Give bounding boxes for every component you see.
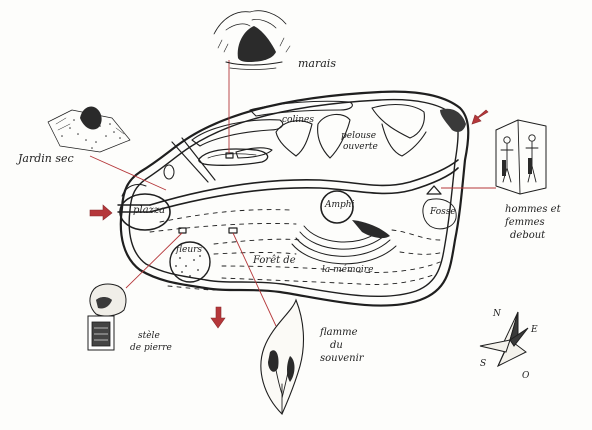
- label-hommes-2: femmes: [505, 217, 545, 228]
- amphi-arc-4: [291, 243, 397, 265]
- compass-o: O: [522, 371, 530, 381]
- plazza-entrance-hatch: [121, 183, 147, 197]
- label-pelouse-2: ouverte: [343, 142, 378, 152]
- marsh-sketch-icon: [213, 10, 291, 70]
- leader-lines: [89, 60, 496, 327]
- amphi-stage: [352, 220, 390, 239]
- label-flamme-2: du: [330, 340, 343, 351]
- hill-shape-5: [371, 103, 425, 139]
- park-inner-wall: [128, 98, 459, 297]
- label-flamme-3: souvenir: [320, 353, 364, 364]
- label-jardin-sec: Jardin sec: [18, 152, 74, 165]
- flame-sketch-icon: [260, 298, 304, 415]
- standing-figures-sketch-icon: [495, 119, 547, 195]
- marsh-marker: [225, 152, 234, 159]
- entrance-path: [117, 204, 151, 213]
- entrance-arrow-icon: [89, 204, 113, 221]
- label-collines: colines: [282, 115, 314, 125]
- exit-arrow-icon: [210, 306, 226, 329]
- label-plazza: plazza: [133, 205, 166, 216]
- garden-divider: [171, 141, 209, 183]
- flame-marker: [228, 227, 238, 234]
- amphi-arc-1: [303, 225, 379, 243]
- marsh-pond-inner: [207, 153, 257, 159]
- label-hommes-3: debout: [510, 230, 546, 241]
- label-fleurs: fleurs: [176, 245, 203, 255]
- label-hommes-1: hommes et: [505, 204, 561, 215]
- forest-dashed-lines: [149, 209, 445, 291]
- label-memoire: la mémoire: [322, 265, 374, 275]
- north-east-entrance-arrow-icon: [471, 109, 489, 125]
- compass-rose-icon: [479, 311, 529, 368]
- amphi-arc-2: [299, 231, 385, 250]
- stone-stele-sketch-icon: [87, 283, 127, 351]
- park-outer-wall: [119, 90, 470, 307]
- amphi-circle: [320, 190, 354, 224]
- stele-marker: [178, 227, 187, 234]
- main-path-north: [149, 159, 459, 206]
- label-stele-1: stèle: [138, 331, 160, 341]
- hill-shape-6: [381, 123, 427, 157]
- label-stele-2: de pierre: [130, 343, 172, 353]
- label-fosse: Fosse: [430, 207, 456, 217]
- label-amphi: Amphi: [325, 200, 355, 210]
- amphi-arc-3: [295, 237, 391, 257]
- compass-s: S: [480, 359, 487, 369]
- fosse-outline: [422, 198, 457, 230]
- plazza-circle: [119, 193, 171, 231]
- compass-e: E: [531, 325, 538, 335]
- label-pelouse-1: pelouse: [341, 131, 377, 141]
- marsh-pond: [198, 148, 269, 166]
- fleurs-dots: [175, 255, 201, 277]
- fosse-triangle-marker: [426, 185, 442, 195]
- hill-shape-2: [249, 100, 353, 117]
- dry-garden-sketch-icon: [47, 106, 131, 153]
- main-path-south: [149, 167, 459, 213]
- north-east-corner-mass: [440, 108, 466, 132]
- hill-shape-4: [317, 113, 351, 159]
- label-marais: marais: [298, 57, 336, 70]
- small-pond: [163, 164, 175, 180]
- label-foret: Forêt de: [253, 255, 296, 266]
- fleurs-circle: [169, 241, 211, 283]
- hill-shape-3: [275, 120, 313, 157]
- compass-n: N: [493, 309, 501, 319]
- label-flamme-1: flamme: [320, 327, 358, 338]
